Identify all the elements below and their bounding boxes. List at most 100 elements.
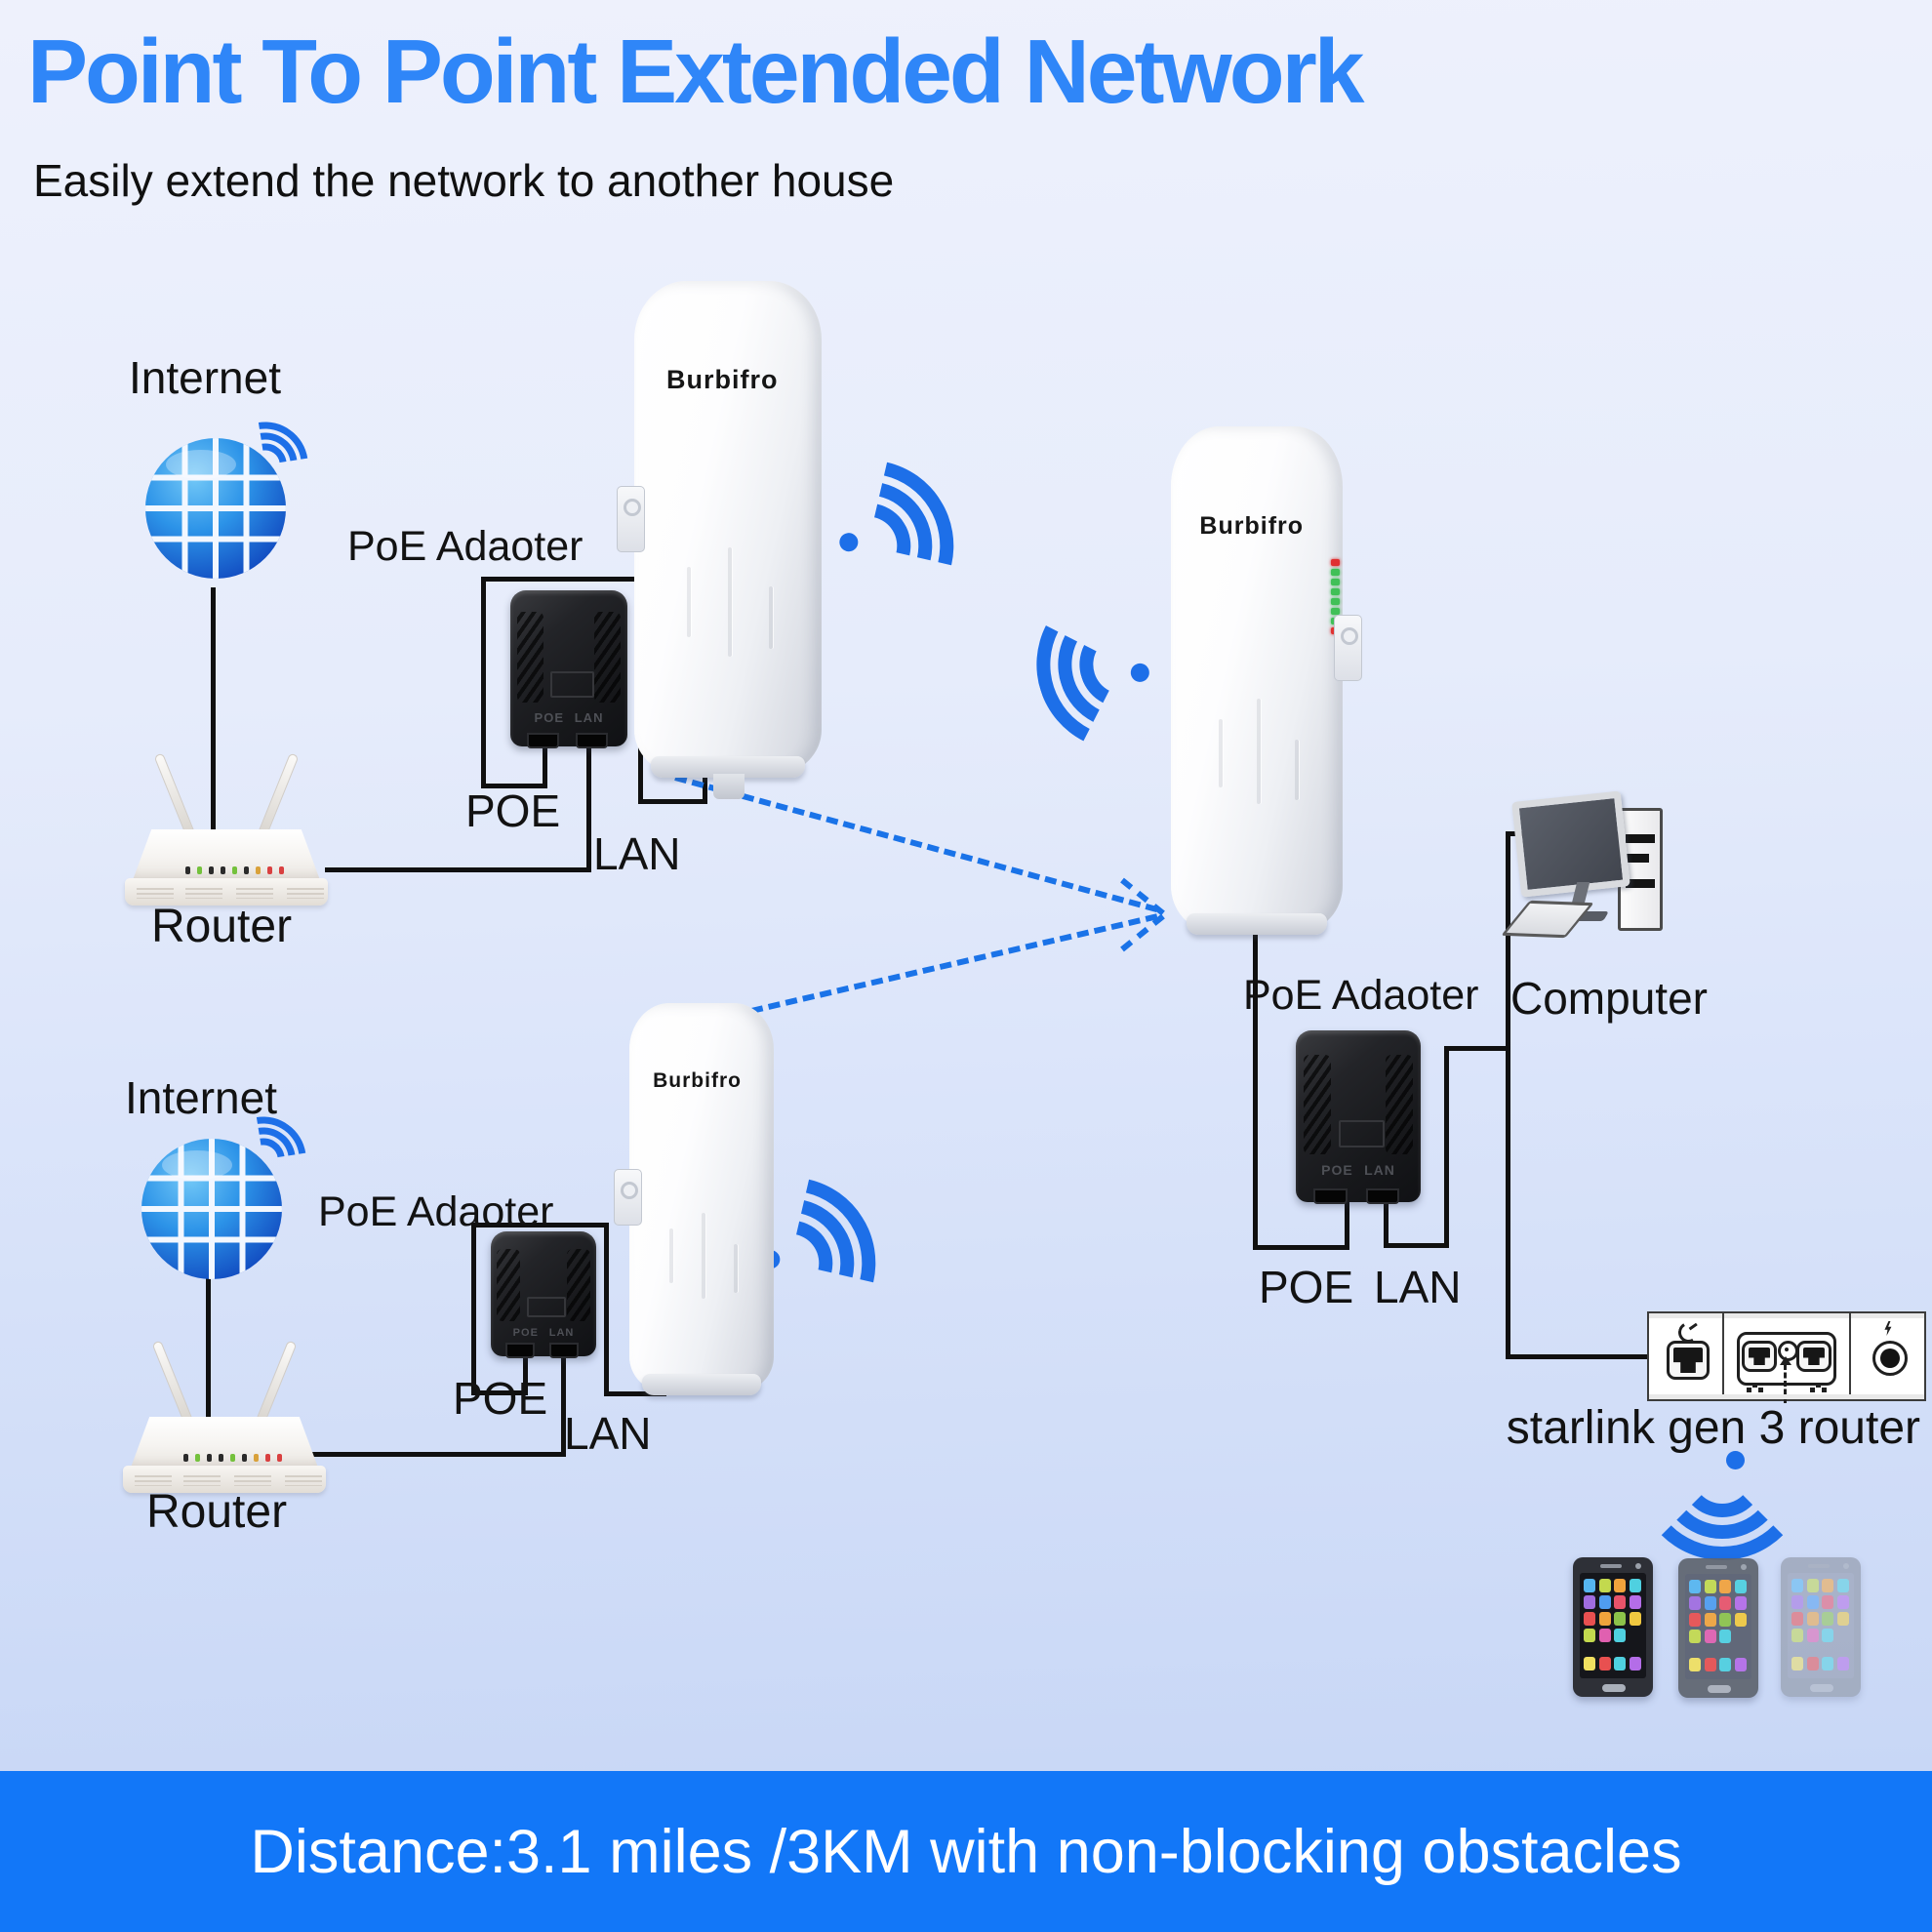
wifi-signal-icon bbox=[749, 427, 986, 664]
poe-adapter-label: PoE Adaoter bbox=[1243, 972, 1479, 1019]
poe-label: POE bbox=[465, 785, 561, 836]
router-top bbox=[131, 1417, 318, 1468]
ethernet-port-icon bbox=[505, 1343, 536, 1358]
distance-banner: Distance:3.1 miles /3KM with non-blockin… bbox=[0, 1771, 1932, 1932]
wireless-link-dashed-line bbox=[674, 775, 1158, 912]
network-cable bbox=[1444, 1046, 1510, 1051]
network-cable bbox=[1506, 831, 1510, 1359]
brand-label: Burbifro bbox=[1199, 511, 1305, 540]
router-device bbox=[125, 751, 328, 906]
network-cable bbox=[561, 1350, 566, 1457]
ethernet-port-icon bbox=[1742, 1341, 1778, 1372]
router-label: Router bbox=[151, 901, 293, 952]
antenna-icon bbox=[255, 1340, 298, 1426]
poe-label: POE bbox=[453, 1373, 548, 1424]
distance-banner-text: Distance:3.1 miles /3KM with non-blockin… bbox=[250, 1817, 1682, 1886]
router-led-strip bbox=[183, 1454, 283, 1462]
ethernet-port-icon bbox=[549, 1343, 580, 1358]
network-cable bbox=[1253, 933, 1258, 1250]
network-cable bbox=[703, 775, 707, 804]
monitor-icon bbox=[1511, 790, 1630, 898]
network-cable bbox=[481, 784, 546, 788]
dashed-arrow-icon bbox=[1784, 1364, 1788, 1403]
network-cable bbox=[1253, 1245, 1349, 1250]
network-cable bbox=[206, 1257, 211, 1444]
lan-port-print: LAN bbox=[574, 709, 604, 725]
starlink-label: starlink gen 3 router bbox=[1506, 1402, 1920, 1454]
network-cable bbox=[481, 577, 486, 788]
page-subtitle: Easily extend the network to another hou… bbox=[33, 155, 895, 206]
network-cable bbox=[543, 734, 547, 788]
network-cable bbox=[1444, 1046, 1449, 1248]
brand-label: Burbifro bbox=[666, 364, 779, 394]
computer-label: Computer bbox=[1510, 973, 1708, 1024]
router-base bbox=[123, 1466, 326, 1493]
antenna-icon bbox=[153, 752, 196, 838]
network-cable bbox=[523, 1350, 528, 1395]
wifi-signal-icon bbox=[1014, 556, 1231, 773]
power-bolt-icon bbox=[1884, 1321, 1892, 1336]
network-cable bbox=[481, 577, 643, 582]
lan-port-print: LAN bbox=[548, 1327, 575, 1340]
cpe-bridge-device: Burbifro bbox=[1171, 426, 1362, 935]
ethernet-port-icon bbox=[1312, 1188, 1348, 1204]
router-label: Router bbox=[146, 1486, 288, 1538]
network-cable bbox=[1384, 1200, 1389, 1248]
network-cable bbox=[604, 1391, 666, 1396]
ethernet-port-icon bbox=[1667, 1341, 1710, 1380]
cpe-bridge-device: Burbifro bbox=[617, 281, 822, 799]
lan-port-print: LAN bbox=[1364, 1162, 1395, 1179]
ethernet-port-icon bbox=[1795, 1341, 1831, 1372]
network-cable bbox=[293, 1452, 566, 1457]
smartphone-icon bbox=[1678, 1558, 1758, 1698]
ethernet-port-icon bbox=[1365, 1188, 1400, 1204]
smartphone-icon bbox=[1573, 1557, 1653, 1697]
smartphone-icon bbox=[1781, 1557, 1861, 1697]
lan-label: LAN bbox=[593, 828, 681, 879]
poe-adapter-label: PoE Adaoter bbox=[347, 523, 584, 570]
poe-adapter-device: POE LAN bbox=[510, 590, 627, 748]
router-led-strip bbox=[185, 866, 285, 874]
network-cable bbox=[471, 1390, 528, 1395]
internet-globe-icon bbox=[139, 1136, 285, 1282]
mounting-bracket bbox=[614, 1169, 642, 1226]
network-cable bbox=[211, 587, 216, 839]
brand-label: Burbifro bbox=[653, 1068, 742, 1092]
poe-port-print: POE bbox=[534, 709, 565, 725]
mounting-bracket bbox=[1334, 615, 1362, 681]
network-cable bbox=[1345, 1200, 1349, 1250]
antenna-icon bbox=[257, 752, 300, 838]
ethernet-port-icon bbox=[576, 733, 608, 748]
internet-globe-icon bbox=[142, 435, 289, 582]
network-icon bbox=[1752, 1383, 1758, 1388]
antenna-icon bbox=[151, 1340, 194, 1426]
poe-adapter-label: PoE Adaoter bbox=[318, 1188, 554, 1235]
lan-label: LAN bbox=[1374, 1262, 1462, 1312]
power-port-icon bbox=[1872, 1341, 1908, 1376]
internet-label: Internet bbox=[125, 1072, 277, 1123]
page-title: Point To Point Extended Network bbox=[27, 20, 1364, 122]
mounting-bracket bbox=[617, 486, 645, 552]
router-top bbox=[133, 829, 320, 880]
network-cable bbox=[325, 867, 591, 872]
cpe-bridge-device: Burbifro bbox=[614, 1003, 774, 1395]
network-cable bbox=[1506, 1354, 1650, 1359]
network-cable bbox=[586, 738, 591, 872]
network-cable bbox=[604, 1223, 609, 1396]
router-base bbox=[125, 878, 328, 906]
keyboard-icon bbox=[1501, 900, 1594, 939]
arrowhead-icon bbox=[1120, 877, 1165, 916]
starlink-router-panel bbox=[1647, 1311, 1926, 1403]
network-cable bbox=[471, 1223, 609, 1228]
network-cable bbox=[471, 1223, 476, 1395]
wifi-signal-icon bbox=[1636, 1389, 1809, 1560]
ethernet-port-icon bbox=[526, 733, 559, 748]
network-cable bbox=[638, 799, 706, 804]
network-icon bbox=[1815, 1383, 1821, 1388]
wireless-link-dashed-line bbox=[750, 913, 1158, 1014]
poe-label: POE bbox=[1259, 1262, 1354, 1312]
internet-label: Internet bbox=[129, 352, 281, 403]
